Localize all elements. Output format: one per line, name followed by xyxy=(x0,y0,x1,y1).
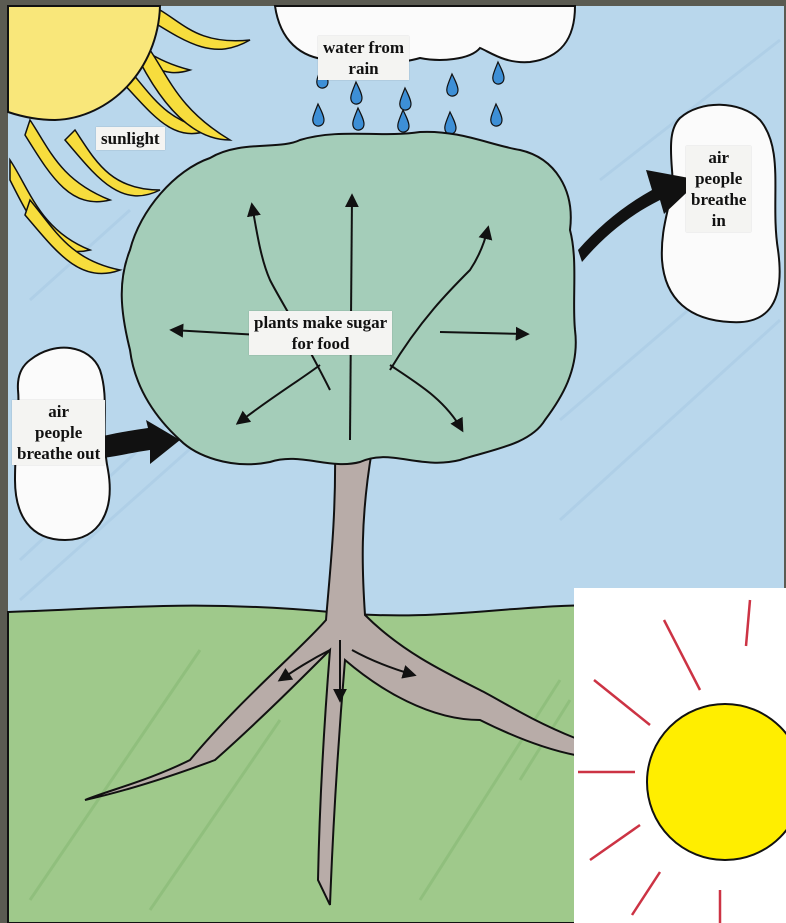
food-label: plants make sugar for food xyxy=(249,311,392,355)
water-label: water from rain xyxy=(318,36,409,80)
sunlight-label: sunlight xyxy=(96,127,165,150)
tree-icon xyxy=(122,132,576,464)
sun-icon xyxy=(574,588,786,923)
air-in-label: air people breathe in xyxy=(686,146,751,232)
air-out-label: air people breathe out xyxy=(12,400,105,465)
